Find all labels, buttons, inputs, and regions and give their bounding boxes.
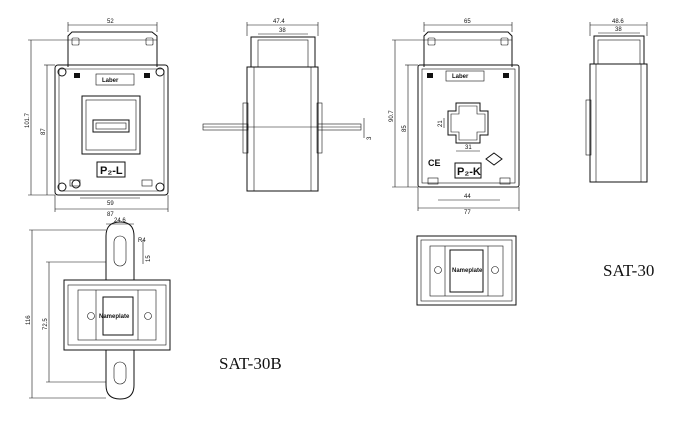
dim-sat30-window-side: 21 (438, 120, 444, 127)
dim-sat30b-side-outer: 47.4 (273, 19, 285, 25)
dim-sat30-window-bottom: 31 (465, 145, 472, 151)
dim-sat30b-inner-height: 87 (41, 128, 47, 135)
model-sat30b: SAT-30B (219, 354, 282, 373)
dim-sat30b-top-width: 24.6 (114, 218, 126, 224)
dim-sat30-bottom: 77 (464, 210, 471, 216)
dim-sat30b-side-inner: 38 (279, 28, 286, 34)
dim-sat30b-top-total: 116 (26, 315, 32, 325)
dim-sat30-top: 65 (464, 19, 471, 25)
dim-sat30-side-outer: 48.6 (612, 19, 624, 25)
dim-sat30b-top: 52 (107, 19, 114, 25)
laber-label: Laber (452, 74, 469, 80)
laber-label-b: Laber (102, 78, 119, 84)
sat30b-front-view: Laber P₂-L 52 101.7 87 59 87 (25, 19, 169, 218)
dim-sat30b-bar: 3 (367, 136, 373, 140)
ce-mark: CE (428, 158, 441, 168)
dim-sat30-height: 90.7 (389, 110, 395, 122)
sat30-side-view: 48.6 38 (585, 19, 648, 183)
dim-sat30b-top-hole: R4 (138, 238, 146, 244)
dim-sat30b-bottom-inner: 59 (107, 201, 114, 207)
dim-sat30b-height: 101.7 (25, 112, 31, 128)
dim-sat30b-bottom: 87 (107, 212, 114, 218)
p2k-label: P₂-K (457, 166, 481, 178)
sat30-top-view: Nameplate (416, 235, 517, 306)
dim-sat30b-top-mid: 72.5 (43, 318, 49, 330)
sat30b-top-view: Nameplate 24.6 R4 15 116 72.5 (26, 218, 171, 400)
model-sat30: SAT-30 (603, 261, 654, 280)
nameplate-label-b: Nameplate (99, 314, 130, 320)
dim-sat30-side-inner: 38 (615, 27, 622, 33)
nameplate-label: Nameplate (452, 268, 483, 274)
dim-sat30-inner-height: 85 (402, 125, 408, 132)
sat30b-side-view: 47.4 38 3 (202, 19, 373, 192)
p2l-label: P₂-L (100, 165, 123, 177)
sat30-front-view: Laber 21 31 CE P₂-K 65 90.7 85 44 77 (389, 19, 520, 216)
dim-sat30b-top-slot: 15 (146, 255, 152, 262)
dim-sat30-bottom-inner: 44 (464, 194, 471, 200)
